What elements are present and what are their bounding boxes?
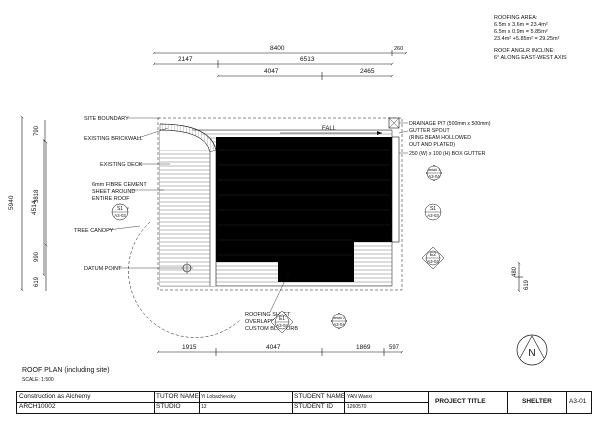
marker-s1-right-top: S1 — [430, 206, 436, 212]
label-fibre-cement-2: SHEET AROUND — [92, 189, 135, 195]
dim-bottom-1: 1915 — [182, 344, 197, 351]
dim-right-upper: 480 — [512, 266, 518, 277]
label-box-gutter: 250 (W) x 100 (H) BOX GUTTER — [409, 151, 486, 157]
marker-s1-right-bottom: A3-03 — [427, 213, 439, 218]
marker-e1-top: E1 — [279, 316, 285, 322]
label-existing-brickwall: EXISTING BRICKWALL — [84, 136, 143, 142]
label-fibre-cement-1: 6mm FIBRE CEMENT — [92, 182, 147, 188]
marker-detail-a-top: detail 1 — [428, 168, 440, 172]
top-dimensions: 8400 260 2147 6513 4047 2465 — [152, 45, 408, 80]
left-annotations: SITE BOUNDARY EXISTING BRICKWALL EXISTIN… — [74, 116, 182, 272]
label-gutter-spout-3: OUT AND PLATED) — [409, 142, 455, 148]
plan-scale: SCALE: 1:500 — [22, 377, 54, 383]
marker-e2-top: E2 — [430, 252, 436, 258]
dim-left-outer: 5940 — [8, 195, 15, 210]
marker-e2-bottom: A3-02 — [427, 259, 439, 264]
roofing-area-line-3: 23.4m² +5.85m² = 29.25m² — [494, 36, 560, 42]
label-existing-deck: EXISTING DECK — [100, 162, 143, 168]
incline-value: 6° ALONG EAST-WEST AXIS — [494, 55, 567, 61]
marker-e1-bottom: A3-02 — [276, 323, 288, 328]
dim-left-inner-mid: 3818 — [34, 189, 40, 203]
tutor-label: TUTOR NAME — [156, 393, 199, 400]
label-gutter-spout-1: GUTTER SPOUT — [409, 128, 450, 134]
label-fibre-cement-3: ENTIRE ROOF — [92, 196, 130, 202]
dim-bottom-2: 4047 — [266, 344, 281, 351]
roofing-area-line-2: 6.5m x 0.9m = 5.85m² — [494, 29, 548, 35]
dim-bottom-3: 1869 — [356, 344, 371, 351]
dim-left-inner-low: 990 — [34, 251, 40, 262]
bottom-dimensions: 1915 4047 1869 597 — [156, 344, 404, 356]
site-boundary — [157, 117, 403, 291]
label-tree-canopy: TREE CANOPY — [74, 228, 114, 234]
studio-label: STUDIO — [156, 403, 181, 410]
label-gutter-spout-2: (RING BEAM HOLLOWED — [409, 135, 471, 141]
sheet-number: A3-01 — [569, 398, 587, 405]
marker-s1-left: S1 A3-03 — [111, 203, 129, 221]
fall-label: FALL — [322, 126, 337, 132]
marker-s1-left-bottom: A3-03 — [114, 213, 126, 218]
box-gutter — [391, 136, 400, 243]
right-annotations: DRAINAGE PIT (500mm x 500mm) GUTTER SPOU… — [398, 121, 491, 157]
roofing-area-line-1: 6.5m x 3.6m = 23.4m² — [494, 22, 548, 28]
student-name-value: YAN Wanxi — [347, 394, 373, 400]
dim-left-mid: 4514 — [31, 200, 38, 215]
course-code: ARCH10002 — [19, 403, 56, 410]
dim-right-lower: 619 — [524, 279, 530, 290]
dim-left-inner-bottom: 619 — [34, 276, 40, 287]
marker-s1-left-top: S1 — [117, 206, 123, 212]
marker-detail-a-bottom: A3-04 — [428, 174, 440, 179]
roofing-sheet-annotation: ROOFING SHEET OVERLAPPING: CUSTOM BLUE O… — [245, 269, 298, 332]
incline-title: ROOF ANGLR INCLINE: — [494, 48, 555, 54]
north-arrow-icon: N — [516, 334, 548, 366]
studio-value: 12 — [201, 404, 207, 410]
right-dimensions: 480 619 — [512, 261, 530, 293]
course-name: Construction as Alchemy — [19, 393, 91, 400]
left-dimensions: 5940 4514 790 3818 990 619 — [8, 115, 48, 292]
project-title-value: SHELTER — [522, 398, 552, 405]
student-name-label: STUDENT NAME — [294, 393, 346, 400]
dim-top-small: 260 — [394, 46, 403, 52]
label-datum-point: DATUM POINT — [84, 266, 122, 272]
dim-top-row3-left: 4047 — [264, 68, 279, 75]
dim-top-overall: 8400 — [270, 45, 285, 52]
marker-e2: E2 A3-02 — [421, 246, 445, 270]
marker-detail-a: detail 1 A3-04 — [425, 164, 443, 182]
project-title-label: PROJECT TITLE — [435, 398, 486, 405]
tutor-value: Yi Lobachevsky — [201, 394, 236, 400]
label-roofing-sheet-1: ROOFING SHEET — [245, 312, 291, 318]
tree-canopy — [128, 221, 241, 338]
roofing-area-notes: ROOFING AREA: 6.5m x 3.6m = 23.4m² 6.5m … — [494, 15, 567, 61]
marker-e1: E1 A3-02 — [270, 310, 294, 334]
label-roofing-sheet-3: CUSTOM BLUE ORB — [245, 326, 298, 332]
student-id-value: 1260570 — [347, 404, 367, 410]
marker-detail-b: detail 2 A3-04 — [330, 312, 348, 330]
label-site-boundary: SITE BOUNDARY — [84, 116, 129, 122]
dim-bottom-4: 597 — [389, 345, 400, 351]
label-drainage-pit: DRAINAGE PIT (500mm x 500mm) — [409, 121, 491, 127]
marker-s1-right: S1 A3-03 — [424, 203, 442, 221]
north-label: N — [528, 348, 535, 359]
plan-title: ROOF PLAN (including site) — [22, 367, 110, 374]
marker-detail-b-bottom: A3-04 — [333, 322, 345, 327]
dim-top-row3-right: 2465 — [360, 68, 375, 75]
dim-top-row2-left: 2147 — [178, 56, 193, 63]
marker-detail-b-top: detail 2 — [333, 316, 345, 320]
label-roofing-sheet-2: OVERLAPPING: — [245, 319, 286, 325]
roofing-area-title: ROOFING AREA: — [494, 15, 538, 21]
roof-sheet-area — [216, 137, 392, 282]
dim-left-inner-top: 790 — [34, 125, 40, 136]
dim-top-row2-right: 6513 — [300, 56, 315, 63]
title-block: Construction as Alchemy ARCH10002 TUTOR … — [16, 391, 592, 414]
student-id-label: STUDENT ID — [294, 403, 333, 410]
